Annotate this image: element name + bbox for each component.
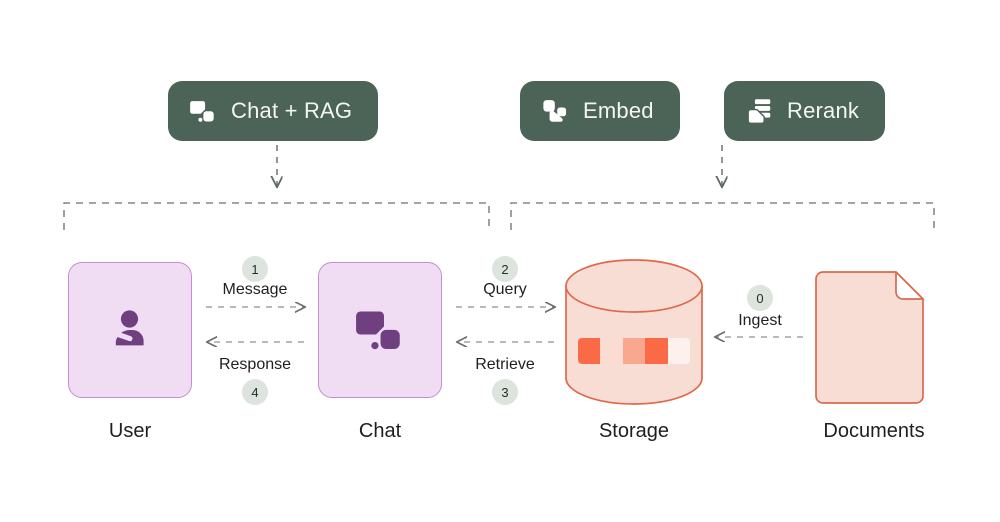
edge-label-message: Message (222, 281, 288, 298)
edge-badge-ingest: 0 (747, 285, 773, 311)
edge-badge-message: 1 (242, 256, 268, 282)
capability-pill-embed[interactable]: Embed (520, 81, 680, 141)
edge-label-response: Response (218, 356, 292, 373)
edge-badge-response: 4 (242, 379, 268, 405)
node-documents-label: Documents (823, 420, 925, 442)
capability-pill-rerank[interactable]: Rerank (724, 81, 886, 141)
edge-label-retrieve: Retrieve (475, 356, 535, 373)
node-chat-card (318, 262, 442, 398)
group-bracket-embed-rerank (510, 202, 935, 230)
edge-label-ingest: Ingest (738, 312, 782, 329)
edge-label-query: Query (483, 281, 527, 298)
node-storage-label: Storage (598, 420, 670, 442)
node-user-label: User (108, 420, 152, 442)
capability-pill-label: Chat + RAG (231, 98, 353, 123)
edge-badge-retrieve: 3 (492, 379, 518, 405)
embed-shapes-icon (543, 100, 567, 122)
group-bracket-chat-rag (63, 202, 490, 230)
storage-cylinder-shape (565, 259, 703, 405)
storage-bar-segment (645, 338, 668, 364)
capability-pill-label: Rerank (787, 98, 860, 123)
edge-badge-query: 2 (492, 256, 518, 282)
capability-pill-chat-rag[interactable]: Chat + RAG (168, 81, 379, 141)
chat-bubbles-icon (356, 311, 400, 350)
node-chat-label: Chat (358, 420, 402, 442)
chat-bubbles-icon (190, 101, 214, 122)
storage-bar-segment (600, 338, 623, 364)
node-user-card (68, 262, 192, 398)
node-chat[interactable] (318, 262, 442, 398)
storage-bar-segment (667, 338, 690, 364)
user-person-icon (115, 310, 144, 346)
storage-capacity-bar (578, 338, 690, 364)
storage-bar-segment (578, 338, 601, 364)
storage-bar-segment (622, 338, 646, 364)
node-user[interactable] (68, 262, 192, 398)
capability-pill-label: Embed (583, 98, 654, 123)
rerank-stack-icon (747, 99, 771, 125)
documents-page-shape (815, 271, 924, 404)
